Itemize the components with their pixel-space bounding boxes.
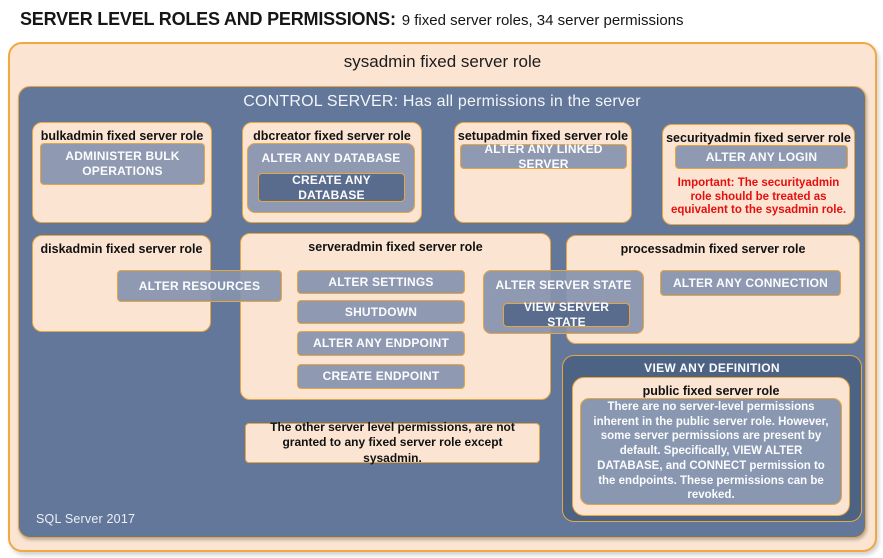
processadmin-role-label: processadmin fixed server role xyxy=(620,242,806,256)
securityadmin-warning-text: Important: The securityadmin role should… xyxy=(670,177,847,217)
permission-administer-bulk-operations: ADMINISTER BULK OPERATIONS xyxy=(40,143,205,185)
public-role-description: There are no server-level permissions in… xyxy=(580,398,842,505)
control-server-header: CONTROL SERVER: Has all permissions in t… xyxy=(243,93,641,110)
permission-alter-any-login: ALTER ANY LOGIN xyxy=(675,145,848,169)
page-title-subtitle: 9 fixed server roles, 34 server permissi… xyxy=(401,12,684,29)
permission-alter-any-linked-server: ALTER ANY LINKED SERVER xyxy=(460,142,627,171)
setupadmin-role-label: setupadmin fixed server role xyxy=(457,129,629,143)
diskadmin-role-label: diskadmin fixed server role xyxy=(40,242,203,256)
permission-alter-resources: ALTER RESOURCES xyxy=(117,270,282,302)
securityadmin-role-label: securityadmin fixed server role xyxy=(666,131,851,145)
serveradmin-role-label: serveradmin fixed server role xyxy=(308,240,483,254)
page-title: SERVER LEVEL ROLES AND PERMISSIONS: 9 fix… xyxy=(20,9,860,30)
dbcreator-role-label: dbcreator fixed server role xyxy=(253,129,411,143)
setupadmin-role-box: setupadmin fixed server role xyxy=(454,122,632,223)
bulkadmin-role-label: bulkadmin fixed server role xyxy=(40,129,204,143)
permission-alter-server-state-label: ALTER SERVER STATE xyxy=(495,278,632,292)
permission-alter-any-database-label: ALTER ANY DATABASE xyxy=(261,151,401,165)
public-role-label: public fixed server role xyxy=(642,384,780,398)
permission-create-endpoint: CREATE ENDPOINT xyxy=(297,364,465,389)
securityadmin-role-box: securityadmin fixed server role xyxy=(662,124,855,225)
view-any-definition-label: VIEW ANY DEFINITION xyxy=(644,361,780,375)
permission-alter-settings: ALTER SETTINGS xyxy=(297,270,465,294)
permission-create-any-database: CREATE ANY DATABASE xyxy=(258,173,405,202)
sql-server-version-label: SQL Server 2017 xyxy=(36,512,136,526)
permission-alter-any-endpoint: ALTER ANY ENDPOINT xyxy=(297,331,465,356)
permission-alter-any-connection: ALTER ANY CONNECTION xyxy=(660,270,841,296)
page-title-main: SERVER LEVEL ROLES AND PERMISSIONS: xyxy=(20,9,396,29)
other-permissions-note: The other server level permissions, are … xyxy=(245,420,540,465)
sysadmin-role-label: sysadmin fixed server role xyxy=(343,52,542,71)
permission-view-server-state: VIEW SERVER STATE xyxy=(503,300,630,329)
permission-shutdown: SHUTDOWN xyxy=(297,300,465,324)
